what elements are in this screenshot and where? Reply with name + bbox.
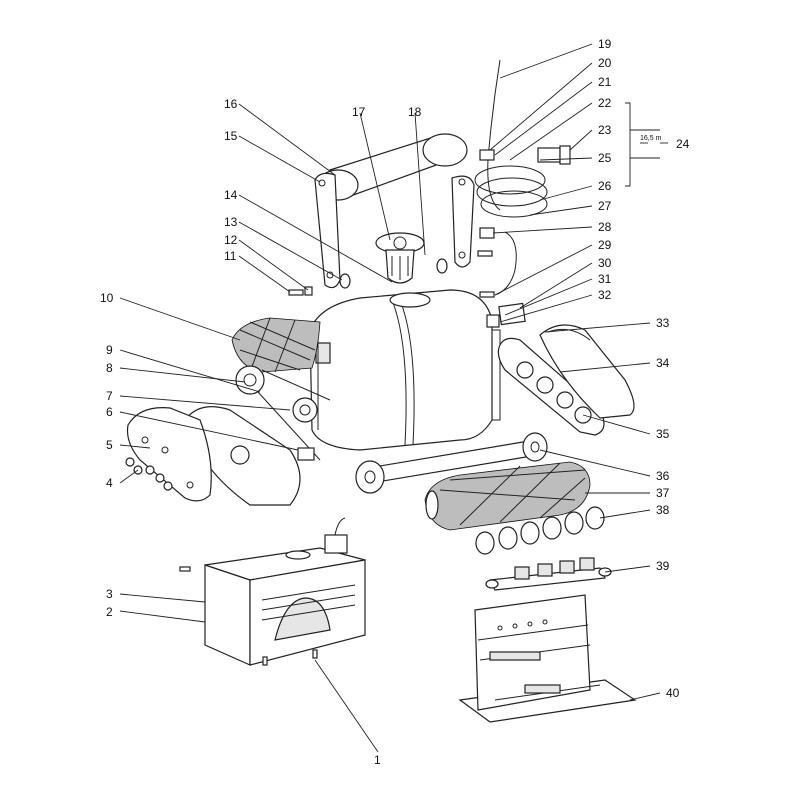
callout-31: 31 [598,272,612,286]
callout-8: 8 [106,361,113,375]
weights [485,557,612,591]
callout-1: 1 [374,753,381,767]
callout-22: 22 [598,96,612,110]
callout-13: 13 [224,215,238,229]
leader-lines [119,43,668,753]
callout-2: 2 [106,605,113,619]
callout-27: 27 [598,199,612,213]
main-housing [309,289,501,451]
callout-28: 28 [598,220,612,234]
power-supply [179,517,366,666]
right-brush [424,461,591,531]
callout-40: 40 [666,686,680,700]
handle-assembly [288,133,495,298]
callout-38: 38 [656,503,670,517]
callout-7: 7 [106,389,113,403]
callout-30: 30 [598,256,612,270]
callout-4: 4 [106,476,113,490]
callout-19: 19 [598,37,612,51]
callout-35: 35 [656,427,670,441]
callout-15: 15 [224,129,238,143]
callout-26: 26 [598,179,612,193]
filter-basket [458,594,637,723]
callout-20: 20 [598,56,612,70]
left-brush [231,317,321,373]
brush-clips [475,506,605,555]
callout-25: 25 [598,151,612,165]
callout-34: 34 [656,356,670,370]
left-drive [184,365,331,506]
callout-16: 16 [224,97,238,111]
callout-labels: 1 2 3 4 5 6 7 8 9 10 11 12 13 14 15 16 1… [100,37,690,767]
left-side-plate [125,407,212,502]
callout-37: 37 [656,486,670,500]
floating-cable [474,59,571,296]
cable-length-label: 16,5 m [640,135,662,142]
callout-39: 39 [656,559,670,573]
callout-33: 33 [656,316,670,330]
callout-9: 9 [106,343,113,357]
callout-24: 24 [676,137,690,151]
filter-plate [486,302,526,328]
callout-12: 12 [224,233,238,247]
callout-18: 18 [408,105,422,119]
callout-17: 17 [352,105,366,119]
callout-3: 3 [106,587,113,601]
roller-shaft [355,432,548,494]
callout-5: 5 [106,438,113,452]
callout-29: 29 [598,238,612,252]
callout-10: 10 [100,291,114,305]
callout-36: 36 [656,469,670,483]
callout-11: 11 [224,249,237,263]
callout-23: 23 [598,123,612,137]
right-track [497,337,605,436]
callout-21: 21 [598,75,612,89]
pump-motor [375,232,425,284]
callout-32: 32 [598,288,612,302]
callout-6: 6 [106,405,113,419]
callout-14: 14 [224,188,238,202]
